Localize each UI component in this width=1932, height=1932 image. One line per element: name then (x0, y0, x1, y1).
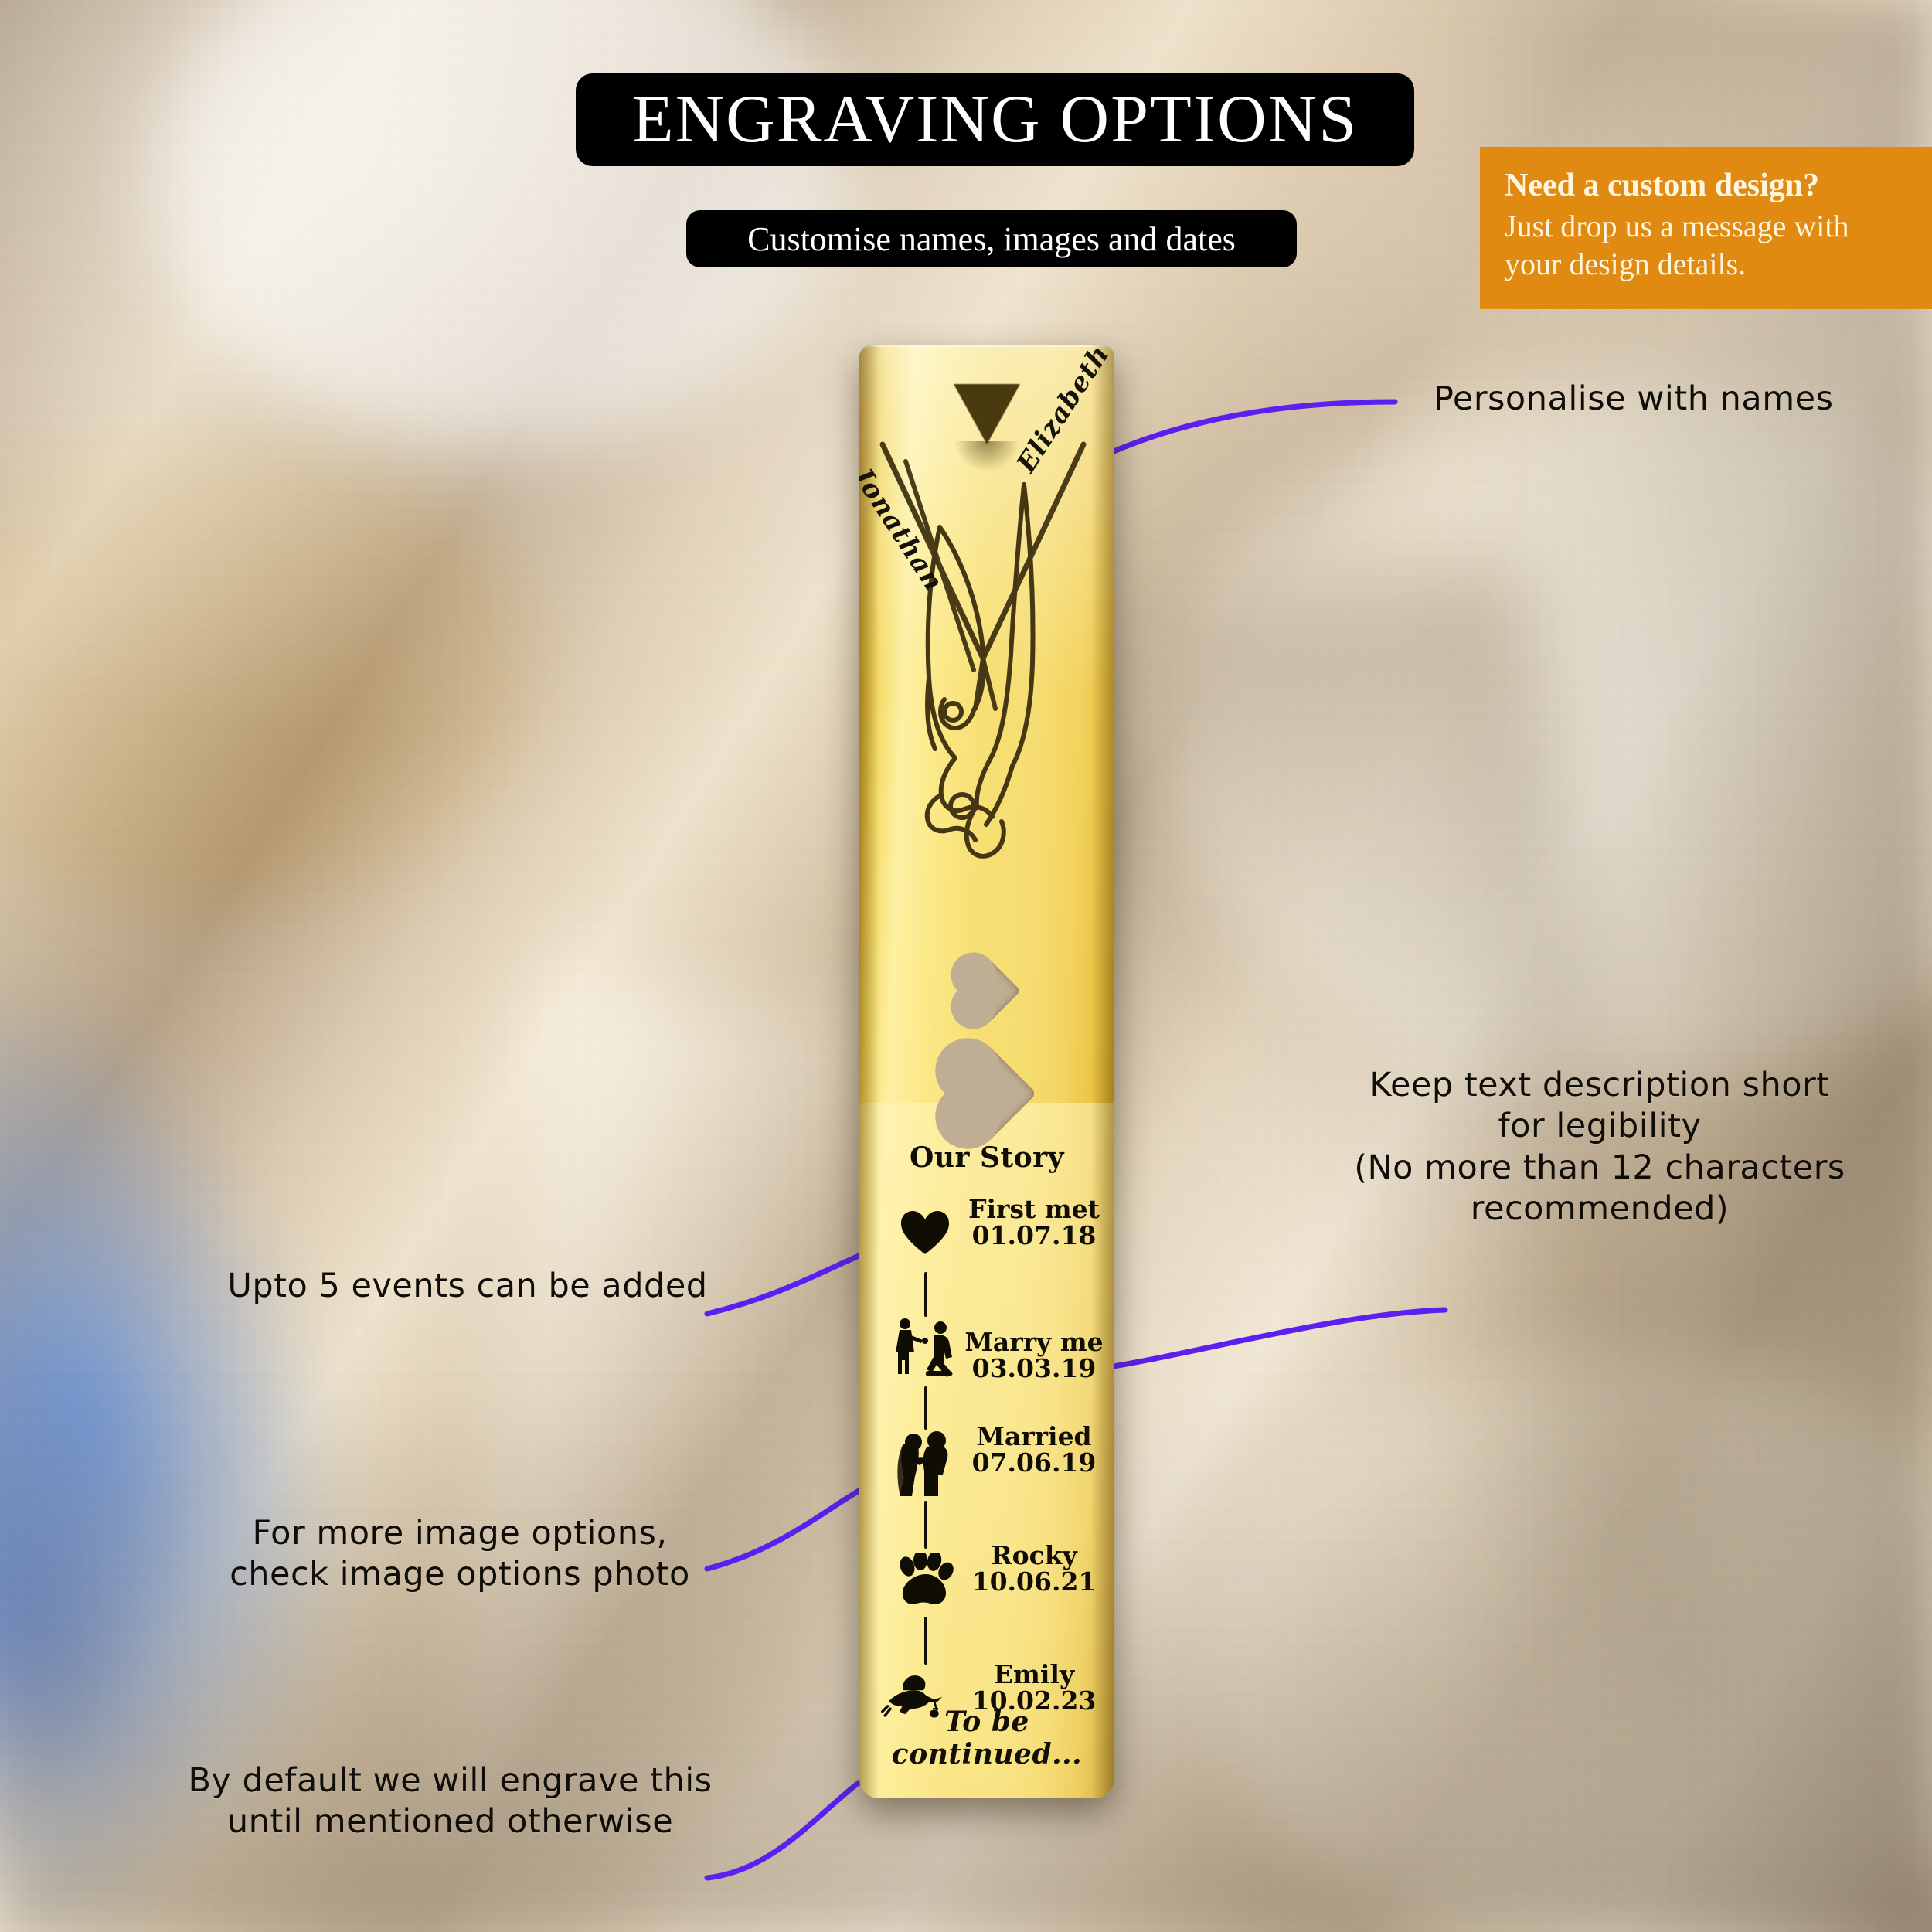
annotation-image-options-line2: check image options photo (230, 1555, 690, 1594)
custom-design-heading: Need a custom design? (1505, 168, 1820, 203)
timeline-event: Married 07.06.19 (859, 1423, 1114, 1549)
timeline-event-date: 10.02.23 (971, 1685, 1097, 1716)
story-timeline: First met 01.07.18 (859, 1192, 1114, 1771)
custom-design-box: Need a custom design? Just drop us a mes… (1480, 147, 1932, 309)
timeline-connector (924, 1501, 927, 1549)
annotation-image-options: For more image options, check image opti… (220, 1513, 699, 1596)
timeline-event-label: Married (976, 1421, 1092, 1451)
proposal-icon (892, 1315, 958, 1382)
timeline-event-label: Marry me (964, 1327, 1104, 1357)
paw-icon (892, 1547, 958, 1614)
custom-design-body: Just drop us a message with your design … (1505, 208, 1849, 282)
timeline-connector (924, 1272, 927, 1317)
to-be-continued-text: To be continued... (891, 1706, 1083, 1770)
engraved-bookmark-product: Jonathan Elizabeth Our Story First met 0… (859, 345, 1114, 1798)
metal-edge-right (1091, 345, 1114, 1798)
stork-icon (881, 1663, 947, 1730)
timeline-event-text: Rocky 10.06.21 (958, 1543, 1110, 1596)
page-subtitle-text: Customise names, images and dates (747, 219, 1236, 258)
timeline-event-text: First met 01.07.18 (958, 1196, 1110, 1250)
timeline-event-label: Emily (993, 1659, 1075, 1689)
annotation-keep-text-short-line2: for legibility (1498, 1107, 1702, 1146)
timeline-event: Marry me 03.03.19 (859, 1308, 1114, 1430)
timeline-event: Emily 10.02.23 (859, 1655, 1114, 1771)
page-title: ENGRAVING OPTIONS (576, 73, 1414, 166)
timeline-event-text: Married 07.06.19 (958, 1423, 1110, 1477)
notch-shadow (954, 441, 1020, 472)
page-title-text: ENGRAVING OPTIONS (631, 82, 1359, 157)
timeline-event-label: First met (968, 1194, 1100, 1224)
timeline-event: First met 01.07.18 (859, 1192, 1114, 1317)
timeline-event: Rocky 10.06.21 (859, 1539, 1114, 1665)
timeline-event-text: Emily 10.02.23 (958, 1662, 1110, 1715)
annotation-keep-text-short-line3: (No more than 12 characters (1354, 1148, 1845, 1187)
timeline-event-text: Marry me 03.03.19 (958, 1329, 1110, 1383)
hand-holding-engraving (879, 441, 1087, 859)
page-subtitle: Customise names, images and dates (686, 210, 1297, 267)
metal-edge-left (859, 345, 879, 1798)
annotation-keep-text-short: Keep text description short for legibili… (1306, 1065, 1893, 1230)
our-story-heading: Our Story (909, 1141, 1065, 1174)
timeline-event-date: 01.07.18 (971, 1219, 1097, 1250)
couple-icon (892, 1431, 958, 1498)
timeline-event-date: 03.03.19 (971, 1352, 1097, 1383)
timeline-event-date: 07.06.19 (971, 1447, 1097, 1478)
annotation-keep-text-short-line1: Keep text description short (1369, 1066, 1830, 1104)
fabric-shadow-right (1236, 0, 1932, 1932)
timeline-connector (924, 1617, 927, 1665)
heart-icon (892, 1199, 958, 1266)
annotation-default-engrave: By default we will engrave this until me… (174, 1760, 726, 1843)
annotation-default-engrave-line2: until mentioned otherwise (226, 1802, 674, 1842)
annotation-image-options-line1: For more image options, (252, 1514, 668, 1553)
annotation-default-engrave-line1: By default we will engrave this (188, 1761, 713, 1800)
timeline-event-label: Rocky (991, 1540, 1077, 1570)
annotation-keep-text-short-line4: recommended) (1470, 1189, 1730, 1228)
annotation-upto-5-events: Upto 5 events can be added (227, 1267, 708, 1305)
triangular-notch (954, 384, 1020, 444)
timeline-connector (924, 1386, 927, 1430)
timeline-event-date: 10.06.21 (971, 1566, 1097, 1597)
annotation-personalise-names: Personalise with names (1434, 379, 1834, 418)
